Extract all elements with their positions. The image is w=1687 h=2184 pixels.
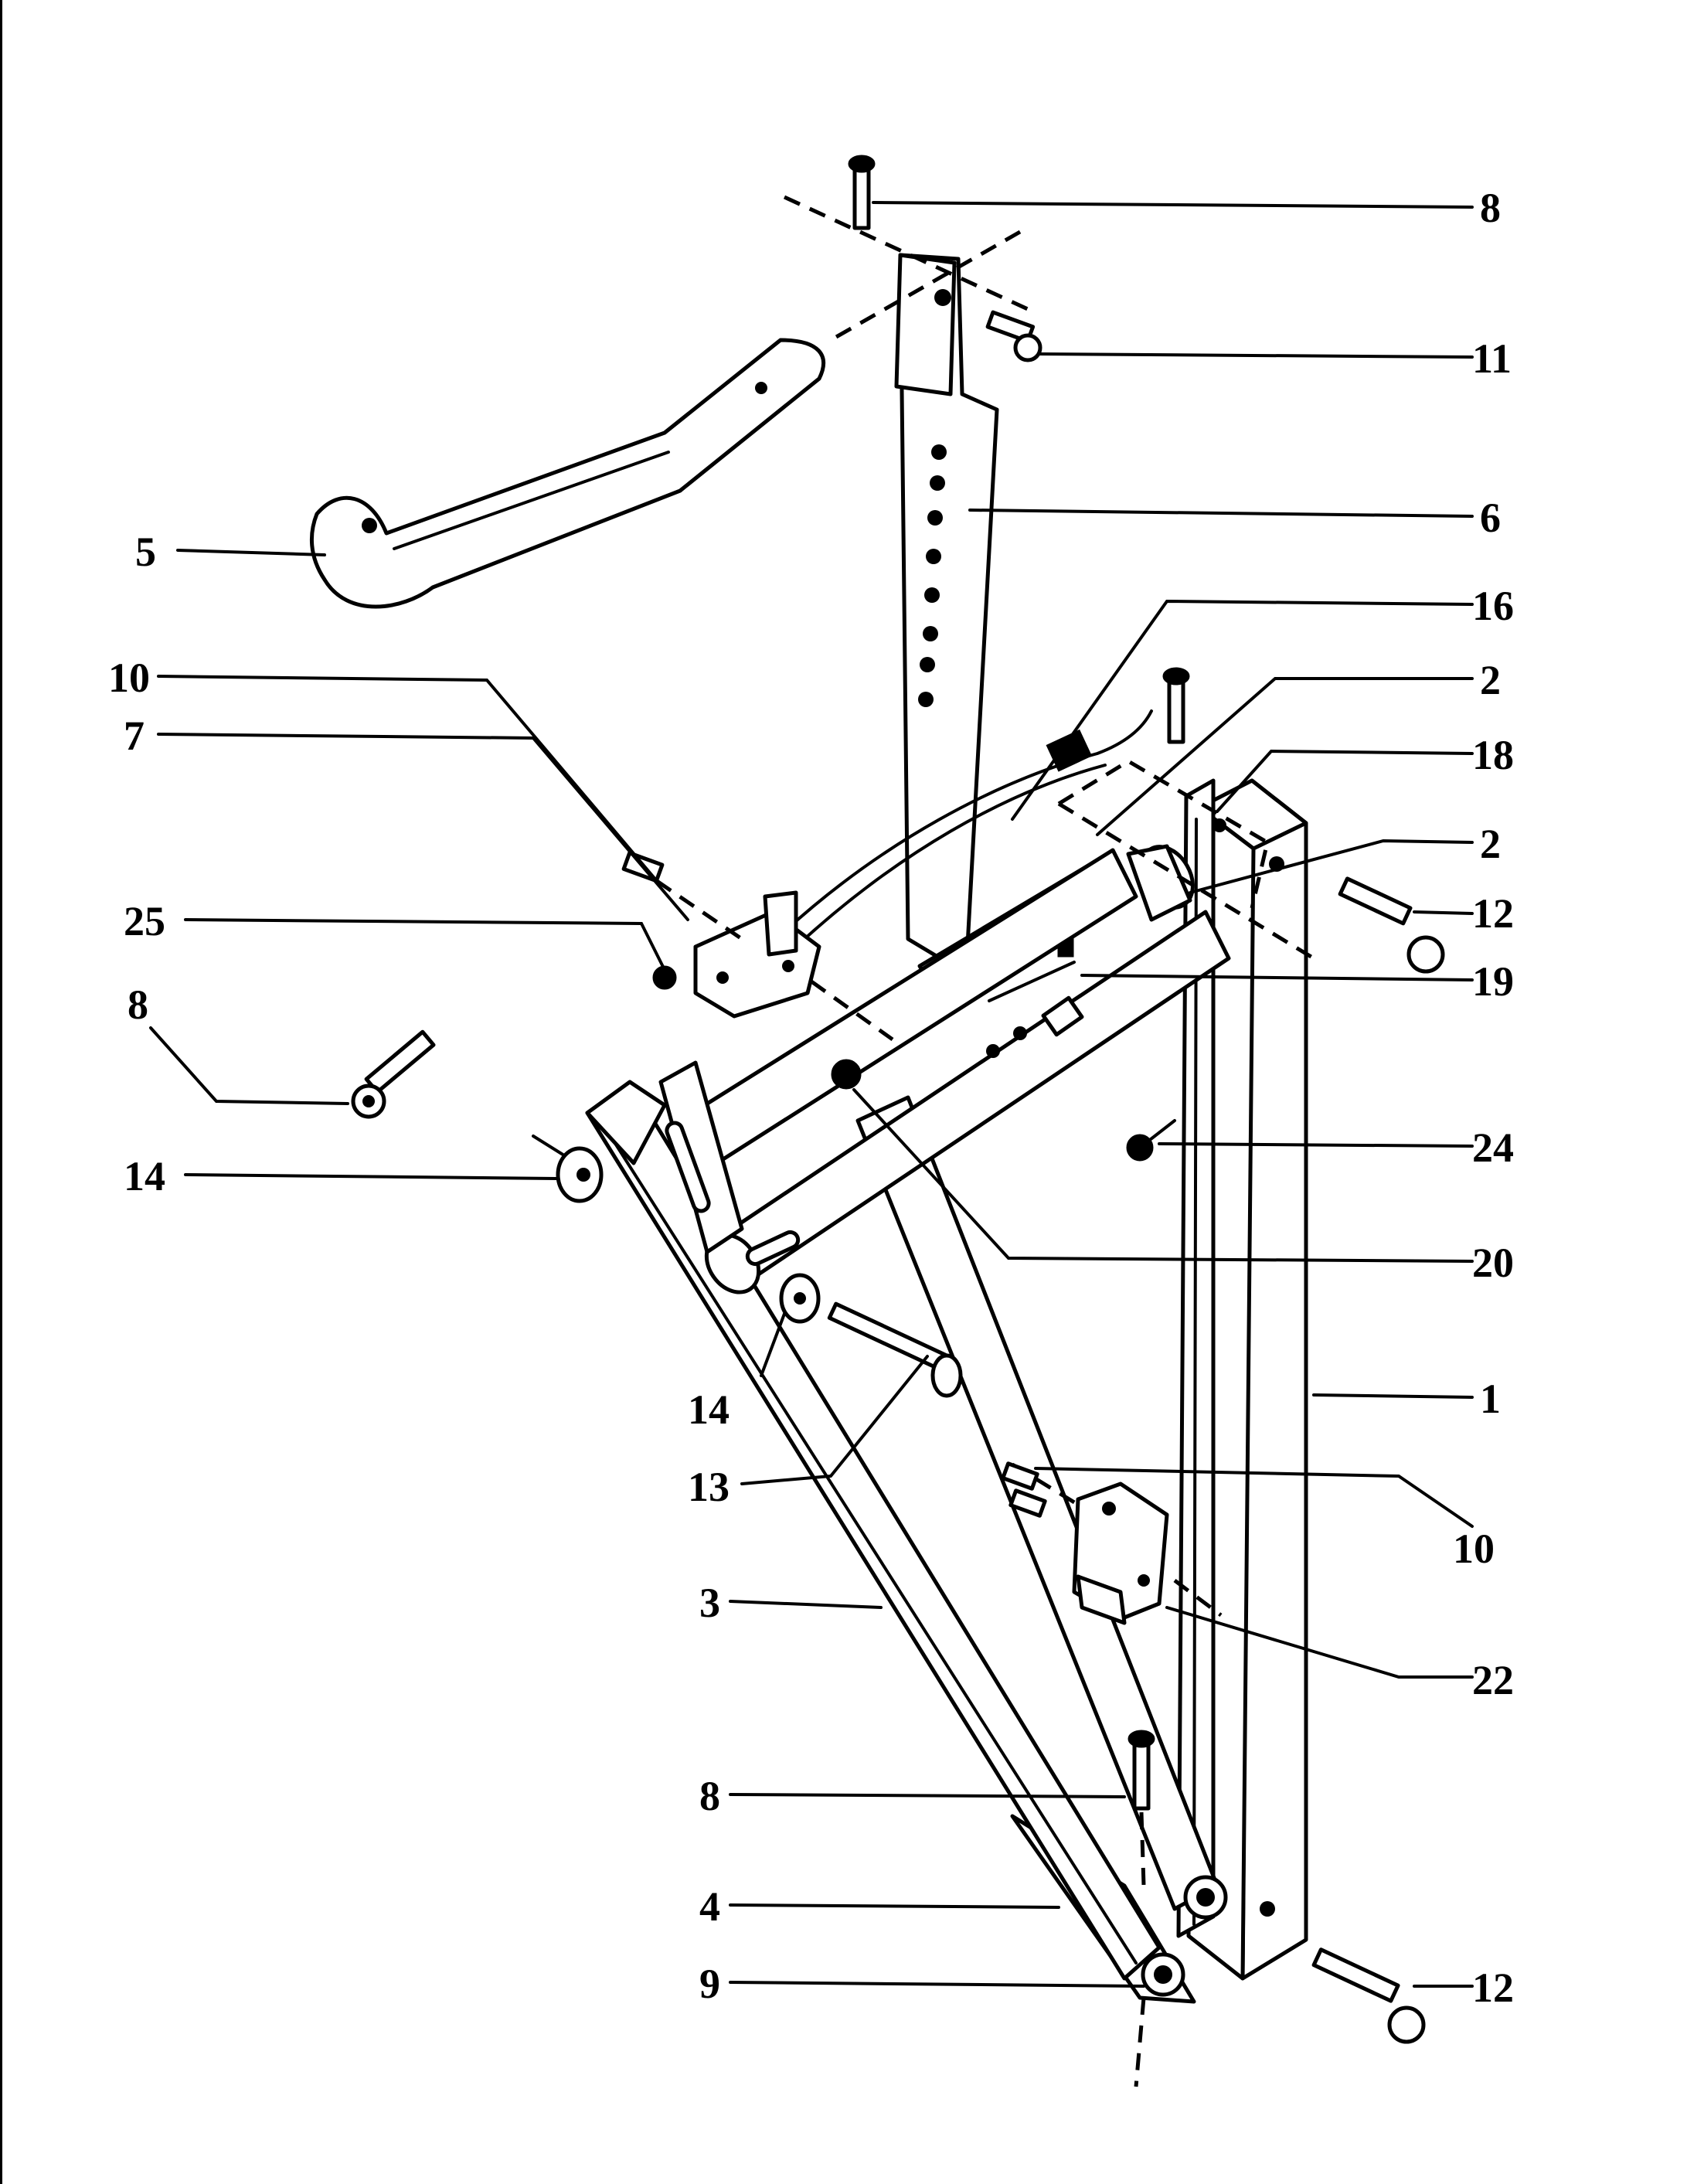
part-6-post	[783, 195, 1029, 976]
callout-12-lower: 12	[1472, 1965, 1514, 2011]
page-border-left	[0, 0, 2, 2184]
bolt-8-lower	[1128, 1730, 1155, 1886]
bolt-8-loose	[351, 1029, 436, 1119]
part-3-front-leg	[585, 1080, 1185, 2087]
callout-10-lower: 10	[1453, 1526, 1495, 1572]
callout-1: 1	[1480, 1376, 1501, 1422]
callout-24: 24	[1472, 1124, 1514, 1171]
bolt-11	[985, 310, 1042, 362]
callout-16: 16	[1472, 583, 1514, 629]
bolt-8-mid	[1162, 667, 1190, 744]
bolt-8-top	[848, 155, 876, 230]
callout-22: 22	[1472, 1657, 1514, 1703]
washer-14-lower	[779, 1273, 821, 1324]
bolt-13	[827, 1301, 963, 1398]
callout-2-lower: 2	[1480, 821, 1501, 867]
callout-13: 13	[688, 1464, 730, 1510]
part-22-bracket	[1011, 1462, 1223, 1625]
bolt-12-lower	[1311, 1948, 1426, 2044]
callout-2-upper: 2	[1480, 657, 1501, 703]
callout-8-top: 8	[1480, 185, 1501, 231]
callout-9: 9	[699, 1961, 720, 2007]
part-7-bracket	[655, 879, 894, 1042]
callout-12-upper: 12	[1472, 890, 1514, 937]
callout-11: 11	[1472, 335, 1512, 382]
callout-10-upper: 10	[108, 655, 150, 701]
callout-14-upper: 14	[124, 1153, 165, 1199]
callout-5: 5	[135, 529, 156, 575]
callout-7: 7	[124, 713, 145, 759]
nut-20	[831, 1059, 862, 1090]
callout-8-left: 8	[128, 981, 148, 1028]
part-16-cable	[779, 709, 1153, 948]
washer-14-upper	[532, 1135, 604, 1203]
callout-4: 4	[699, 1883, 720, 1930]
callout-3: 3	[699, 1580, 720, 1626]
leader-lines	[149, 201, 1474, 1988]
callout-6: 6	[1480, 495, 1501, 541]
slot-plate	[658, 1060, 744, 1254]
bolt-12-upper	[1338, 876, 1445, 974]
callout-25: 25	[124, 898, 165, 944]
callout-8-lower: 8	[699, 1773, 720, 1819]
nut-10-lower	[1001, 1461, 1047, 1518]
part-5-handle	[309, 338, 825, 609]
callout-18: 18	[1472, 732, 1514, 778]
part-20-brace	[704, 910, 1231, 1294]
callout-labels: 8 11 6 5 16 10 2 7 18 2 25 12 19 8 24 14…	[108, 185, 1514, 2011]
pin-24	[1126, 1119, 1176, 1162]
callout-20: 20	[1472, 1240, 1514, 1286]
callout-19: 19	[1472, 958, 1514, 1005]
callout-14-lower: 14	[688, 1386, 730, 1433]
